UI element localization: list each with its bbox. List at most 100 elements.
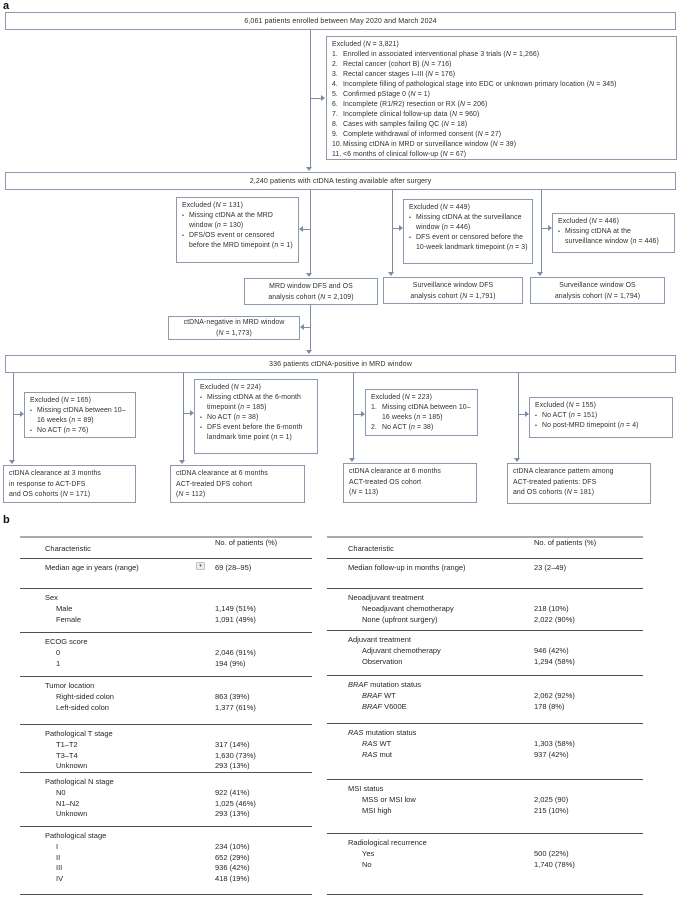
panel-a-label: a (3, 0, 10, 12)
excluded-item: • No post-MRD timepoint (n = 4) (535, 421, 668, 431)
row-value: 1,294 (58%) (534, 656, 575, 666)
box-excluded-6mo-dfs: Excluded (N = 224) •Missing ctDNA at the… (194, 379, 318, 454)
group-label-row: Radiological recurrence (327, 838, 643, 849)
row-value: 1,303 (58%) (534, 738, 575, 748)
group-label: MSI status (348, 784, 384, 793)
group-label-row: Pathological N stage (20, 777, 312, 788)
cell-marker-icon[interactable]: ▾ (196, 562, 205, 570)
row-value: 1,149 (51%) (215, 603, 256, 613)
excluded-item: 2.No ACT (n = 38) (371, 423, 473, 433)
bullet-icon: • (182, 233, 185, 239)
item-text: Missing ctDNA in MRD or surveillance win… (343, 141, 517, 148)
connector-line (183, 413, 191, 414)
group-label: Tumor location (45, 681, 95, 690)
col-header-patients: No. of patients (%) (215, 538, 278, 547)
box-ctdna-available: 2,240 patients with ctDNA testing availa… (5, 172, 676, 190)
group-label-row: Adjuvant treatment (327, 635, 643, 646)
row-value: 178 (8%) (534, 701, 565, 711)
excluded-item: 7. Incomplete clinical follow-up data (N … (332, 110, 672, 120)
row-label: Right-sided colon (56, 691, 114, 701)
item-number: 11. (332, 151, 342, 158)
connector-line (392, 228, 400, 229)
row-value: 418 (19%) (215, 874, 250, 884)
arrow-down-icon (388, 272, 394, 276)
group-label-row: Pathological stage (20, 831, 312, 842)
item-text: No post-MRD timepoint (n = 4) (542, 422, 639, 429)
item-text: Incomplete clinical follow-up data (N = … (343, 111, 480, 118)
box-excluded-6mo-os: Excluded (N = 223) 1.Missing ctDNA betwe… (365, 389, 478, 436)
group-label: Median age in years (range) (45, 563, 139, 572)
item-number: 2. (371, 424, 377, 431)
row-value: 936 (42%) (215, 863, 250, 873)
row-label: BRAF WT (362, 690, 396, 700)
connector-line (392, 190, 393, 272)
excluded-list: •Missing ctDNA at the surveillance windo… (558, 227, 670, 247)
row-label: N1–N2 (56, 798, 80, 808)
item-text: No ACT (n = 151) (542, 412, 598, 419)
connector-line (541, 228, 549, 229)
table-row: II 652 (29%) (20, 853, 312, 864)
row-label: III (56, 863, 63, 873)
group-label: Pathological T stage (45, 729, 113, 738)
excluded-item: 1.Enrolled in associated interventional … (332, 50, 672, 60)
row-value: 652 (29%) (215, 852, 250, 862)
table-group: Median age in years (range)69 (28–95)▾ (20, 559, 312, 589)
item-number: 7. (332, 111, 338, 118)
row-value: 922 (41%) (215, 787, 250, 797)
group-label-row: Neoadjuvant treatment (327, 593, 643, 604)
excluded-list: •Missing ctDNA at the 6-month timepoint … (200, 393, 313, 443)
row-value: 2,062 (92%) (534, 690, 575, 700)
row-value: 863 (39%) (215, 691, 250, 701)
row-label: I (56, 841, 59, 851)
table-group: Median follow-up in months (range)23 (2–… (327, 559, 643, 589)
excluded-item: •DFS event or censored before the 10-wee… (409, 233, 528, 253)
group-label-row: RAS mutation status (327, 728, 643, 739)
connector-line (13, 414, 21, 415)
excluded-item: 6.Incomplete (R1/R2) resection or RX (N … (332, 100, 672, 110)
item-number: 8. (332, 121, 338, 128)
row-value: 1,091 (49%) (215, 614, 256, 624)
excluded-item: 4.Incomplete filling of pathological sta… (332, 80, 672, 90)
bullet-icon: • (535, 423, 538, 429)
table-row: RAS WT 1,303 (58%) (327, 739, 643, 750)
item-text: Missing ctDNA between 10–16 weeks (n = 8… (37, 407, 126, 424)
box-excluded-mrd: Excluded (N = 131) •Missing ctDNA at the… (176, 197, 299, 263)
item-text: Confirmed pStage 0 (N = 1) (343, 91, 431, 98)
connector-line (518, 414, 526, 415)
excluded-item: 8.Cases with samples failing QC (N = 18) (332, 120, 672, 130)
arrow-left-icon (299, 226, 303, 232)
excluded-list: •Missing ctDNA at the surveillance windo… (409, 213, 528, 253)
arrow-right-icon (525, 411, 529, 417)
row-label: Neoadjuvant chemotherapy (362, 603, 454, 613)
col-header-characteristic: Characteristic (348, 544, 394, 553)
arrow-right-icon (399, 225, 403, 231)
row-value: 194 (9%) (215, 658, 246, 668)
item-number: 1. (371, 404, 377, 411)
excluded-item: •DFS event before the 6-month landmark t… (200, 423, 313, 443)
row-value: 1,630 (73%) (215, 750, 256, 760)
row-label: II (56, 852, 61, 862)
row-label: RAS WT (362, 738, 392, 748)
box-excluded-pattern: Excluded (N = 155) •No ACT (n = 151)•No … (529, 397, 673, 438)
